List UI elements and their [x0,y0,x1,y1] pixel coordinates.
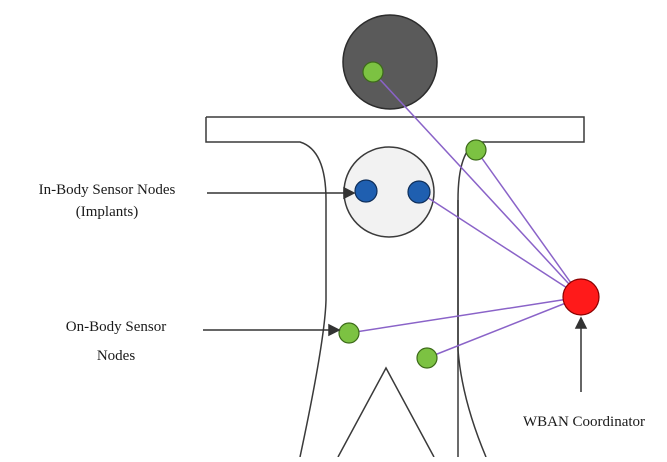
annotation-arrows [203,186,588,392]
on-body-node-hip [338,322,360,344]
torso-right [457,200,487,458]
head [342,14,438,110]
wban-coordinator-node [562,278,600,316]
on-body-node-head [362,61,384,83]
on-body-node-shoulder [465,139,487,161]
link-implant [418,191,582,298]
in-body-arrowhead [343,186,356,200]
on-body-label-line1: On-Body Sensor [66,319,166,335]
in-body-label-line1: In-Body Sensor Nodes [39,182,176,198]
arms-bar [205,116,585,458]
link-thigh [426,296,582,359]
link-hip [348,296,582,334]
legs-inner [337,366,435,458]
wireless-links [348,71,582,359]
coordinator-label: WBAN Coordinator [523,414,645,430]
in-body-label-line2: (Implants) [76,204,138,220]
on-body-arrowhead [328,323,341,337]
in-body-nodes [354,179,431,204]
on-body-node-thigh [416,347,438,369]
link-shoulder [475,149,582,298]
implant-node-right [407,180,431,204]
body-outline [205,116,585,458]
coordinator-arrowhead [574,316,588,329]
on-body-label-line2: Nodes [97,348,135,364]
on-body-nodes [338,61,487,369]
implant-node-left [354,179,378,203]
link-head [372,71,582,298]
